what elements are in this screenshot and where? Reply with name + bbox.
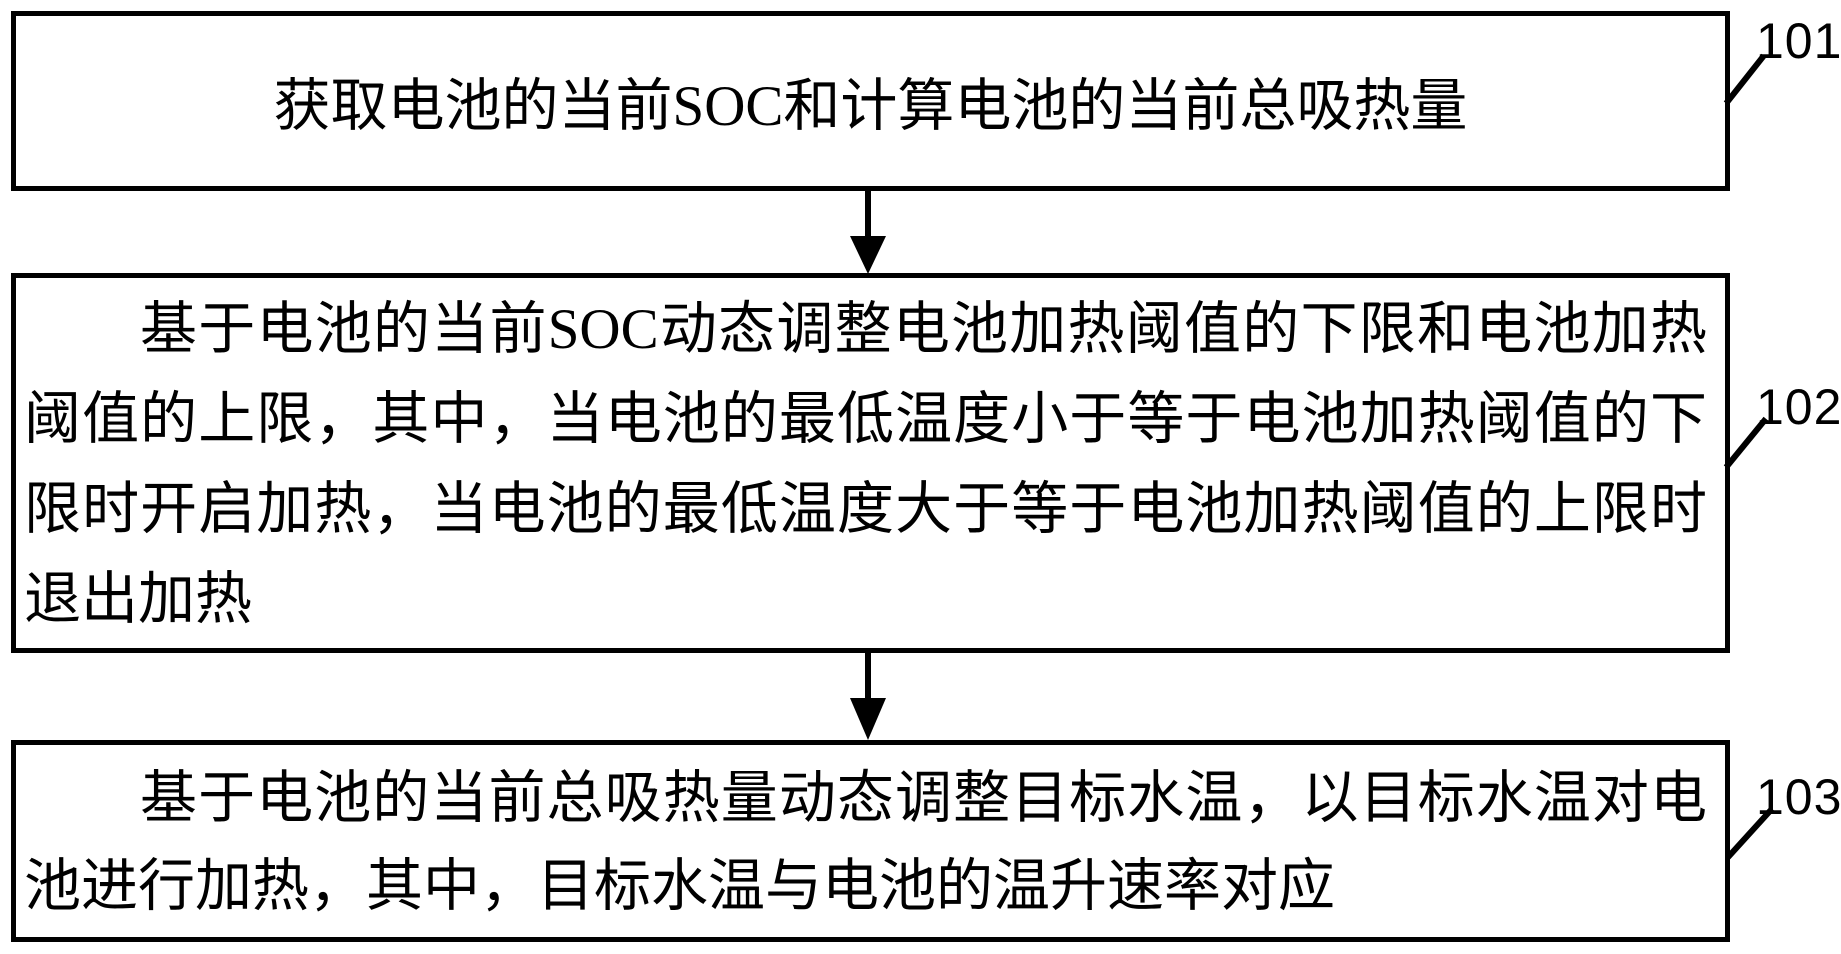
step-number-101: 101	[1756, 13, 1841, 69]
flow-step-box-101: 获取电池的当前SOC和计算电池的当前总吸热量	[11, 11, 1730, 191]
step-number-102: 102	[1756, 379, 1841, 435]
arrow-head	[850, 236, 886, 274]
step-text-101: 获取电池的当前SOC和计算电池的当前总吸热量	[273, 75, 1468, 138]
flow-step-box-103: 基于电池的当前总吸热量动态调整目标水温，以目标水温对电池进行加热，其中，目标水温…	[11, 740, 1730, 942]
flow-arrow-101-to-102	[850, 190, 886, 274]
flow-step-box-102: 基于电池的当前SOC动态调整电池加热阈值的下限和电池加热阈值的上限，其中，当电池…	[11, 273, 1730, 653]
step-number-103: 103	[1756, 769, 1841, 825]
flow-arrow-102-to-103	[850, 652, 886, 740]
arrow-head	[850, 698, 886, 740]
